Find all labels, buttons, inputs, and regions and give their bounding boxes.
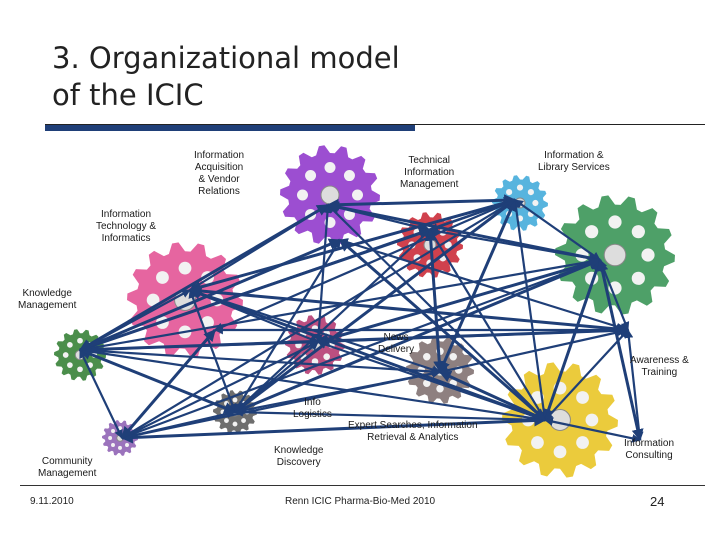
gear-knowledge-mgmt-icon <box>54 329 106 381</box>
connector-arrow <box>78 348 237 414</box>
connector-arrow <box>78 238 342 352</box>
connector-arrow <box>624 329 644 441</box>
connector-arrow <box>339 238 629 332</box>
title-accent-bar <box>45 125 415 131</box>
gear-acquisition-icon <box>280 145 380 245</box>
title-rule <box>45 124 705 125</box>
slide-title: 3. Organizational model of the ICIC <box>52 40 472 114</box>
label-library-services: Information &Library Services <box>538 150 610 173</box>
page-number: 24 <box>650 494 665 509</box>
footer-date: 9.11.2010 <box>30 496 74 507</box>
label-awareness-training: Awareness &Training <box>630 355 689 378</box>
title-line-1: 3. Organizational model <box>52 41 400 75</box>
title-line-2: of the ICIC <box>52 78 204 112</box>
footer-rule <box>20 485 705 486</box>
connector-arrow <box>596 258 644 442</box>
footer-center-text: Renn ICIC Pharma-Bio-Med 2010 <box>285 496 436 507</box>
